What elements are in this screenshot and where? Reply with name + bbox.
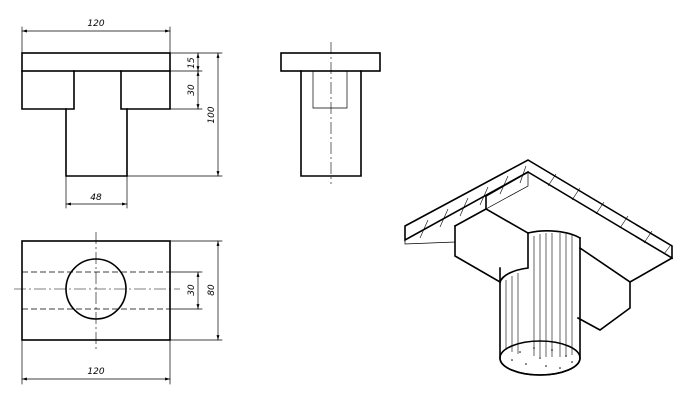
side-stem	[300, 70, 362, 177]
top-view: 30 80 120	[14, 232, 223, 385]
front-left-block	[21, 70, 75, 110]
front-stem	[65, 108, 128, 177]
dim-top-hole-label: 30	[187, 284, 197, 296]
iso-cylinder-top-arc	[527, 230, 582, 240]
iso-step-edge	[484, 207, 530, 235]
dim-front-flange-label: 15	[187, 57, 197, 69]
dim-top-width-label: 120	[87, 367, 104, 377]
dim-front-stem-label: 48	[90, 193, 102, 203]
iso-section-dots	[511, 347, 573, 369]
isometric-view	[404, 159, 674, 376]
iso-right-inner	[578, 246, 632, 284]
front-view: 120 15 30 100 48	[21, 19, 223, 209]
dim-top-width: 120	[21, 339, 171, 385]
front-flange	[21, 52, 171, 72]
dim-front-stem: 48	[65, 175, 128, 209]
dim-top-depth-label: 80	[207, 284, 217, 296]
side-flange	[280, 52, 381, 72]
dim-front-height-label: 100	[207, 106, 217, 123]
dim-front-vertical: 15 30 100	[126, 52, 223, 177]
front-right-block	[120, 70, 171, 110]
dim-front-width: 120	[21, 19, 171, 54]
iso-cut-face-top	[404, 159, 673, 260]
iso-cylinder-section	[499, 340, 581, 376]
iso-cylinder-shading	[505, 233, 573, 357]
iso-cylinder-cut-edge	[498, 232, 529, 284]
side-inner-recess	[312, 70, 348, 109]
iso-left-step-top	[453, 170, 530, 228]
iso-hatch-lines	[419, 165, 671, 255]
iso-left-step	[454, 225, 501, 284]
dim-front-width-label: 120	[87, 19, 104, 29]
side-view	[280, 42, 381, 184]
dim-front-mid-label: 30	[187, 84, 197, 96]
dim-top-vertical: 30 80	[169, 240, 223, 341]
iso-right-face	[576, 256, 674, 331]
